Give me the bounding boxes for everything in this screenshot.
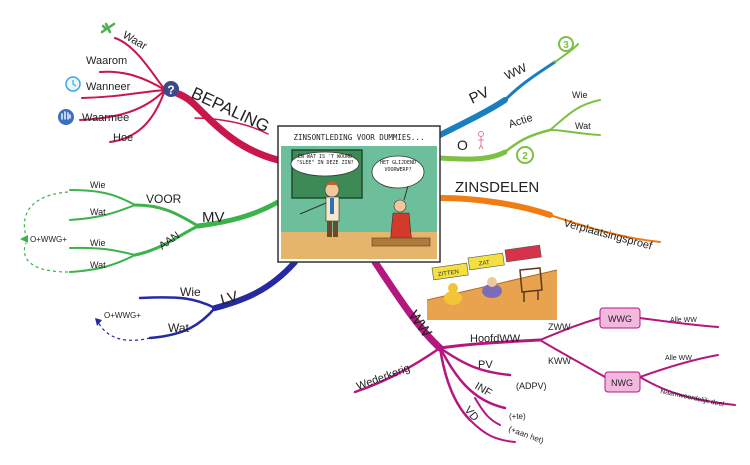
branch-zinsdelen bbox=[437, 195, 661, 243]
central-cartoon: ZINSONTLEDING VOOR DUMMIES... EN WAT IS … bbox=[277, 125, 441, 263]
lv-wie: Wie bbox=[180, 285, 201, 299]
branch-pv bbox=[437, 60, 557, 138]
teacher-bubble-text: EN WAT IS 'T WOORD "SLEE" IN DEZE ZIN? bbox=[296, 154, 354, 166]
mv-aan-wie: Wie bbox=[90, 238, 106, 248]
wwg-box: WWG bbox=[599, 307, 641, 329]
svg-text:3: 3 bbox=[563, 40, 569, 51]
o-number-badge: 2 bbox=[516, 146, 534, 164]
bepaling-item-hoe: Hoe bbox=[113, 132, 133, 144]
svg-text:ZITTEN: ZITTEN bbox=[438, 269, 460, 278]
person-icon bbox=[478, 131, 484, 150]
svg-text:WWG: WWG bbox=[608, 314, 632, 324]
ww-te: (+te) bbox=[509, 412, 526, 421]
svg-text:ZAT: ZAT bbox=[479, 260, 491, 268]
mv-arrowhead bbox=[20, 235, 28, 243]
ww-zww: ZWW bbox=[548, 322, 571, 332]
ww-vd: VD bbox=[462, 404, 481, 423]
svg-text:?: ? bbox=[167, 83, 174, 97]
ww-pv: PV bbox=[478, 359, 493, 371]
ww-hoofdww: HoofdWW bbox=[470, 333, 521, 345]
branch-o bbox=[437, 99, 601, 162]
mv-label: MV bbox=[202, 209, 225, 226]
ww-wederkerig: Wederkerig bbox=[355, 362, 412, 392]
bepaling-item-waar: Waar bbox=[121, 29, 150, 52]
ww-illustration: ZITTEN ZAT bbox=[426, 240, 558, 320]
mv-voor-label: VOOR bbox=[146, 192, 182, 206]
bepaling-item-wanneer: Wanneer bbox=[86, 81, 131, 93]
student-bubble-text: HET GLIJDEND VOORWERP? bbox=[379, 160, 417, 173]
pv-number-badge: 3 bbox=[558, 36, 574, 52]
sign-red bbox=[504, 244, 542, 263]
zinsdelen-sub: Verplaatsingsproef bbox=[562, 217, 654, 252]
branch-mv bbox=[69, 189, 281, 273]
ww-inf: INF bbox=[473, 380, 495, 399]
branch-lv bbox=[138, 259, 298, 340]
o-label: O bbox=[457, 137, 468, 153]
hand-icon bbox=[58, 109, 74, 125]
ww-kww: KWW bbox=[548, 356, 571, 366]
nwg-box: NWG bbox=[604, 371, 641, 393]
cartoon-title: ZINSONTLEDING VOOR DUMMIES... bbox=[294, 133, 425, 142]
student-bubble bbox=[371, 155, 425, 189]
mv-dashed-arrows bbox=[23, 191, 69, 273]
teacher-bubble bbox=[290, 151, 360, 177]
lv-wat: Wat bbox=[168, 321, 190, 335]
plane-icon bbox=[100, 22, 116, 34]
ww-adpv: (ADPV) bbox=[516, 381, 547, 391]
o-actie-label: Actie bbox=[507, 112, 534, 131]
lv-dashed-arrow bbox=[97, 321, 151, 341]
ww-naamwoordelijk: Naamwoordelijk deel bbox=[660, 388, 725, 408]
mv-aan-label: AAN bbox=[157, 230, 182, 253]
o-wie: Wie bbox=[572, 90, 588, 100]
o-wat: Wat bbox=[575, 121, 591, 131]
ww-alle-ww-2: Alle WW bbox=[665, 355, 692, 362]
pv-ww-label: WW bbox=[502, 60, 529, 83]
ww-alle-ww-1: Alle WW bbox=[670, 317, 697, 324]
student-figure bbox=[389, 185, 413, 246]
lv-arrowhead bbox=[95, 318, 102, 326]
sign-zitten: ZITTEN bbox=[431, 262, 469, 281]
bepaling-item-waarmee: Waarmee bbox=[82, 112, 129, 124]
lv-label: LV bbox=[219, 288, 240, 309]
mv-aan-wat: Wat bbox=[90, 260, 106, 270]
pv-green-stroke bbox=[554, 43, 579, 63]
teacher-figure bbox=[299, 181, 340, 237]
mv-voor-wat: Wat bbox=[90, 207, 106, 217]
branch-ww bbox=[353, 258, 736, 443]
svg-text:2: 2 bbox=[522, 151, 528, 162]
question-icon: ? bbox=[163, 81, 179, 97]
zinsdelen-label: ZINSDELEN bbox=[455, 179, 539, 196]
mv-voor-wie: Wie bbox=[90, 180, 106, 190]
clock-icon bbox=[65, 76, 81, 92]
mv-note: O+WWG+ bbox=[30, 235, 67, 244]
bepaling-item-waarom: Waarom bbox=[86, 55, 127, 67]
pv-label: PV bbox=[467, 84, 492, 108]
lv-note: O+WWG+ bbox=[104, 311, 141, 320]
sign-zat: ZAT bbox=[467, 252, 505, 271]
svg-text:NWG: NWG bbox=[611, 378, 633, 388]
